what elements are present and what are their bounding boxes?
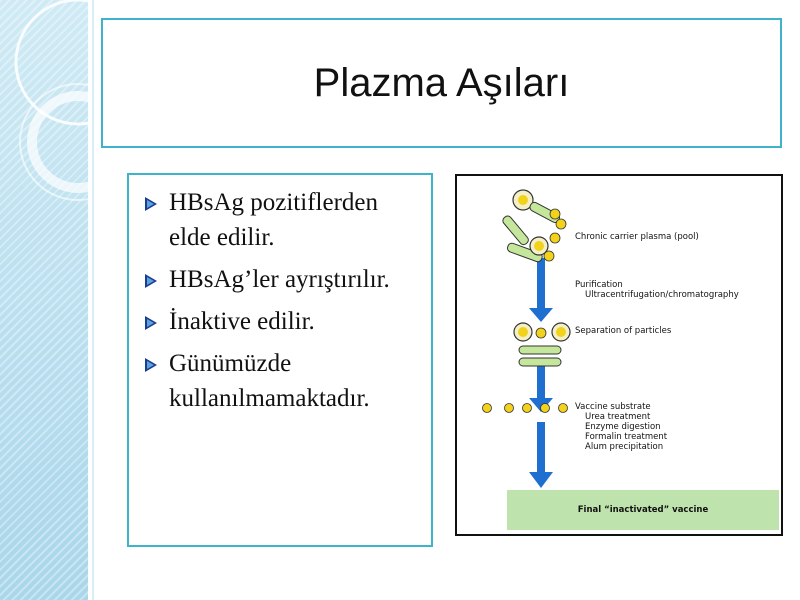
arrow-bullet-icon [145,197,157,211]
label-urea: Urea treatment [585,412,651,422]
small-particle-icon [555,218,567,230]
flow-arrow-shaft [537,422,545,474]
small-particle-icon [549,208,561,220]
label-substrate: Vaccine substrate [575,402,651,412]
bullet-item: İnaktive edilir. [143,304,423,339]
label-formalin: Formalin treatment [585,432,668,442]
particle-core-icon [534,241,544,251]
bullet-text-box: HBsAg pozitiflerden elde edilir. HBsAg’l… [127,173,433,547]
label-separation: Separation of particles [575,326,672,336]
flow-arrow-head-icon [529,472,553,488]
bullet-text: İnaktive edilir. [169,308,315,335]
flow-arrow-shaft [537,258,545,310]
substrate-dot-icon [522,403,532,413]
decorative-circles [14,0,88,201]
process-diagram [482,189,571,488]
label-purification-methods: Ultracentrifugation/chromatography [585,290,739,300]
arrow-bullet-icon [145,316,157,330]
side-divider [88,0,92,600]
filament-icon [518,345,562,355]
final-vaccine-bar: Final “inactivated” vaccine [507,490,779,530]
small-particle-icon [549,232,561,244]
bullet-text: HBsAg pozitiflerden elde edilir. [169,189,378,251]
vaccine-process-figure: Chronic carrier plasma (pool) Purificati… [455,174,783,536]
bullet-item: Günümüzde kullanılmamaktadır. [143,346,423,416]
filament-icon [518,357,562,367]
arrow-bullet-icon [145,358,157,372]
substrate-dot-icon [558,403,568,413]
slide-title: Plazma Aşıları [313,60,570,105]
label-final-vaccine: Final “inactivated” vaccine [577,505,709,515]
particle-core-icon [518,327,528,337]
decorative-side-band [0,0,88,600]
label-enzyme: Enzyme digestion [585,422,661,432]
label-plasma: Chronic carrier plasma (pool) [575,232,699,242]
particle-core-icon [518,195,528,205]
filament-icon [502,215,529,246]
arrow-bullet-icon [145,274,157,288]
bullet-item: HBsAg pozitiflerden elde edilir. [143,185,423,255]
substrate-dot-icon [504,403,514,413]
particle-core-icon [556,327,566,337]
bullet-text: HBsAg’ler ayrıştırılır. [169,266,390,293]
substrate-dot-icon [540,403,550,413]
bullet-item: HBsAg’ler ayrıştırılır. [143,262,423,297]
title-box: Plazma Aşıları [101,18,782,148]
bullet-list: HBsAg pozitiflerden elde edilir. HBsAg’l… [143,185,423,416]
flow-arrow-head-icon [529,398,553,412]
label-alum: Alum precipitation [585,442,664,452]
filament-icon [507,242,543,263]
flow-arrow-shaft [537,366,545,400]
substrate-dot-icon [482,403,492,413]
small-particle-icon [535,327,547,339]
side-divider-shade [92,0,94,600]
bullet-text: Günümüzde kullanılmamaktadır. [169,350,370,412]
small-particle-icon [543,250,555,262]
flow-arrow-head-icon [529,308,553,322]
label-purification: Purification [575,280,623,290]
